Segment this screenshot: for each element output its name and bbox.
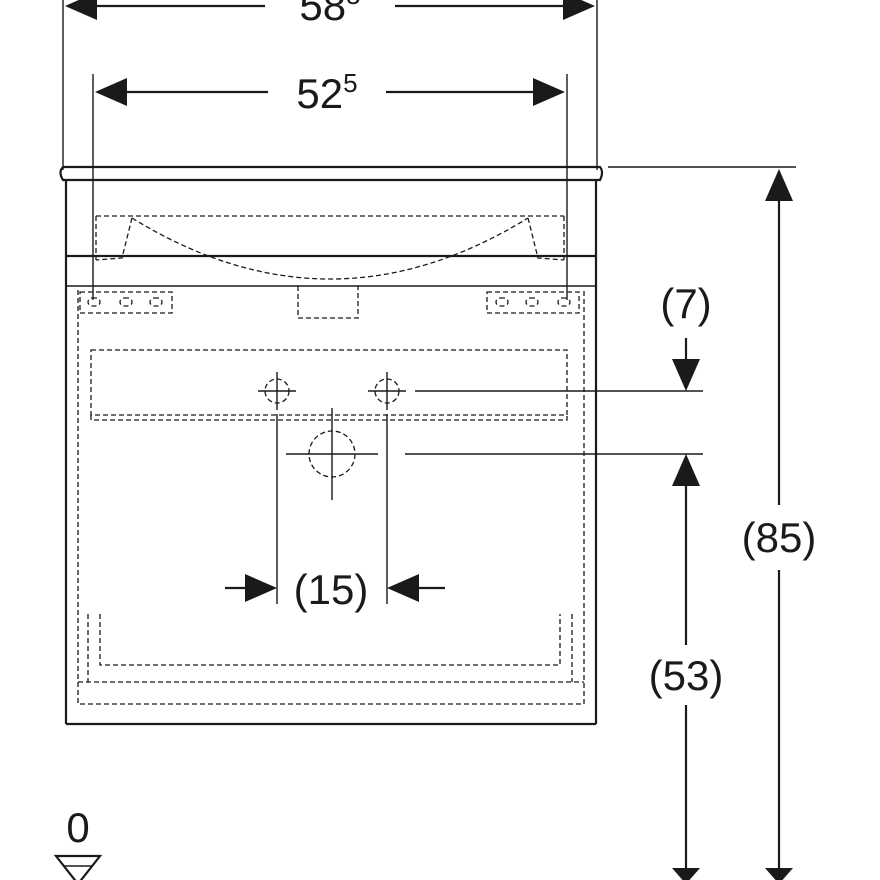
arrow-up-icon (765, 169, 793, 201)
drain-hole (286, 408, 378, 500)
overall-width-label: 585 (299, 0, 360, 29)
drain-offset-label: (7) (660, 280, 711, 327)
drain-height-dimension: (53) (649, 454, 724, 880)
floor-level-marker: 0 (53, 804, 103, 880)
mounting-bracket-left (79, 291, 173, 314)
arrow-up-icon (672, 454, 700, 486)
arrow-right-icon (533, 78, 565, 106)
arrow-left-icon (387, 574, 419, 602)
arrow-left-icon (95, 78, 127, 106)
arrow-right-icon (563, 0, 595, 20)
mounting-bracket-right (486, 291, 580, 314)
total-height-dimension: (85) (608, 166, 817, 880)
cabinet-body (64, 286, 598, 726)
overall-width-dimension: 585 (62, 0, 598, 170)
arrow-down-icon (765, 868, 793, 880)
basin-bowl (95, 215, 565, 319)
basin-width-dimension: 525 (92, 68, 568, 300)
washbasin-top (59, 165, 604, 287)
tap-spacing-dimension: (15) (225, 414, 445, 613)
tap-spacing-label: (15) (294, 566, 369, 613)
floor-level-label: 0 (66, 804, 89, 851)
fitting-hole-left (258, 372, 296, 410)
total-height-label: (85) (742, 514, 817, 561)
drain-height-label: (53) (649, 652, 724, 699)
drain-offset-dimension: (7) (405, 280, 712, 455)
siphon-cutout (90, 349, 568, 421)
basin-width-label: 525 (296, 68, 357, 117)
arrow-down-icon (672, 359, 700, 391)
level-triangle-icon (53, 854, 103, 880)
arrow-right-icon (245, 574, 277, 602)
fitting-hole-right (368, 372, 406, 410)
arrow-down-icon (672, 868, 700, 880)
arrow-left-icon (65, 0, 97, 20)
